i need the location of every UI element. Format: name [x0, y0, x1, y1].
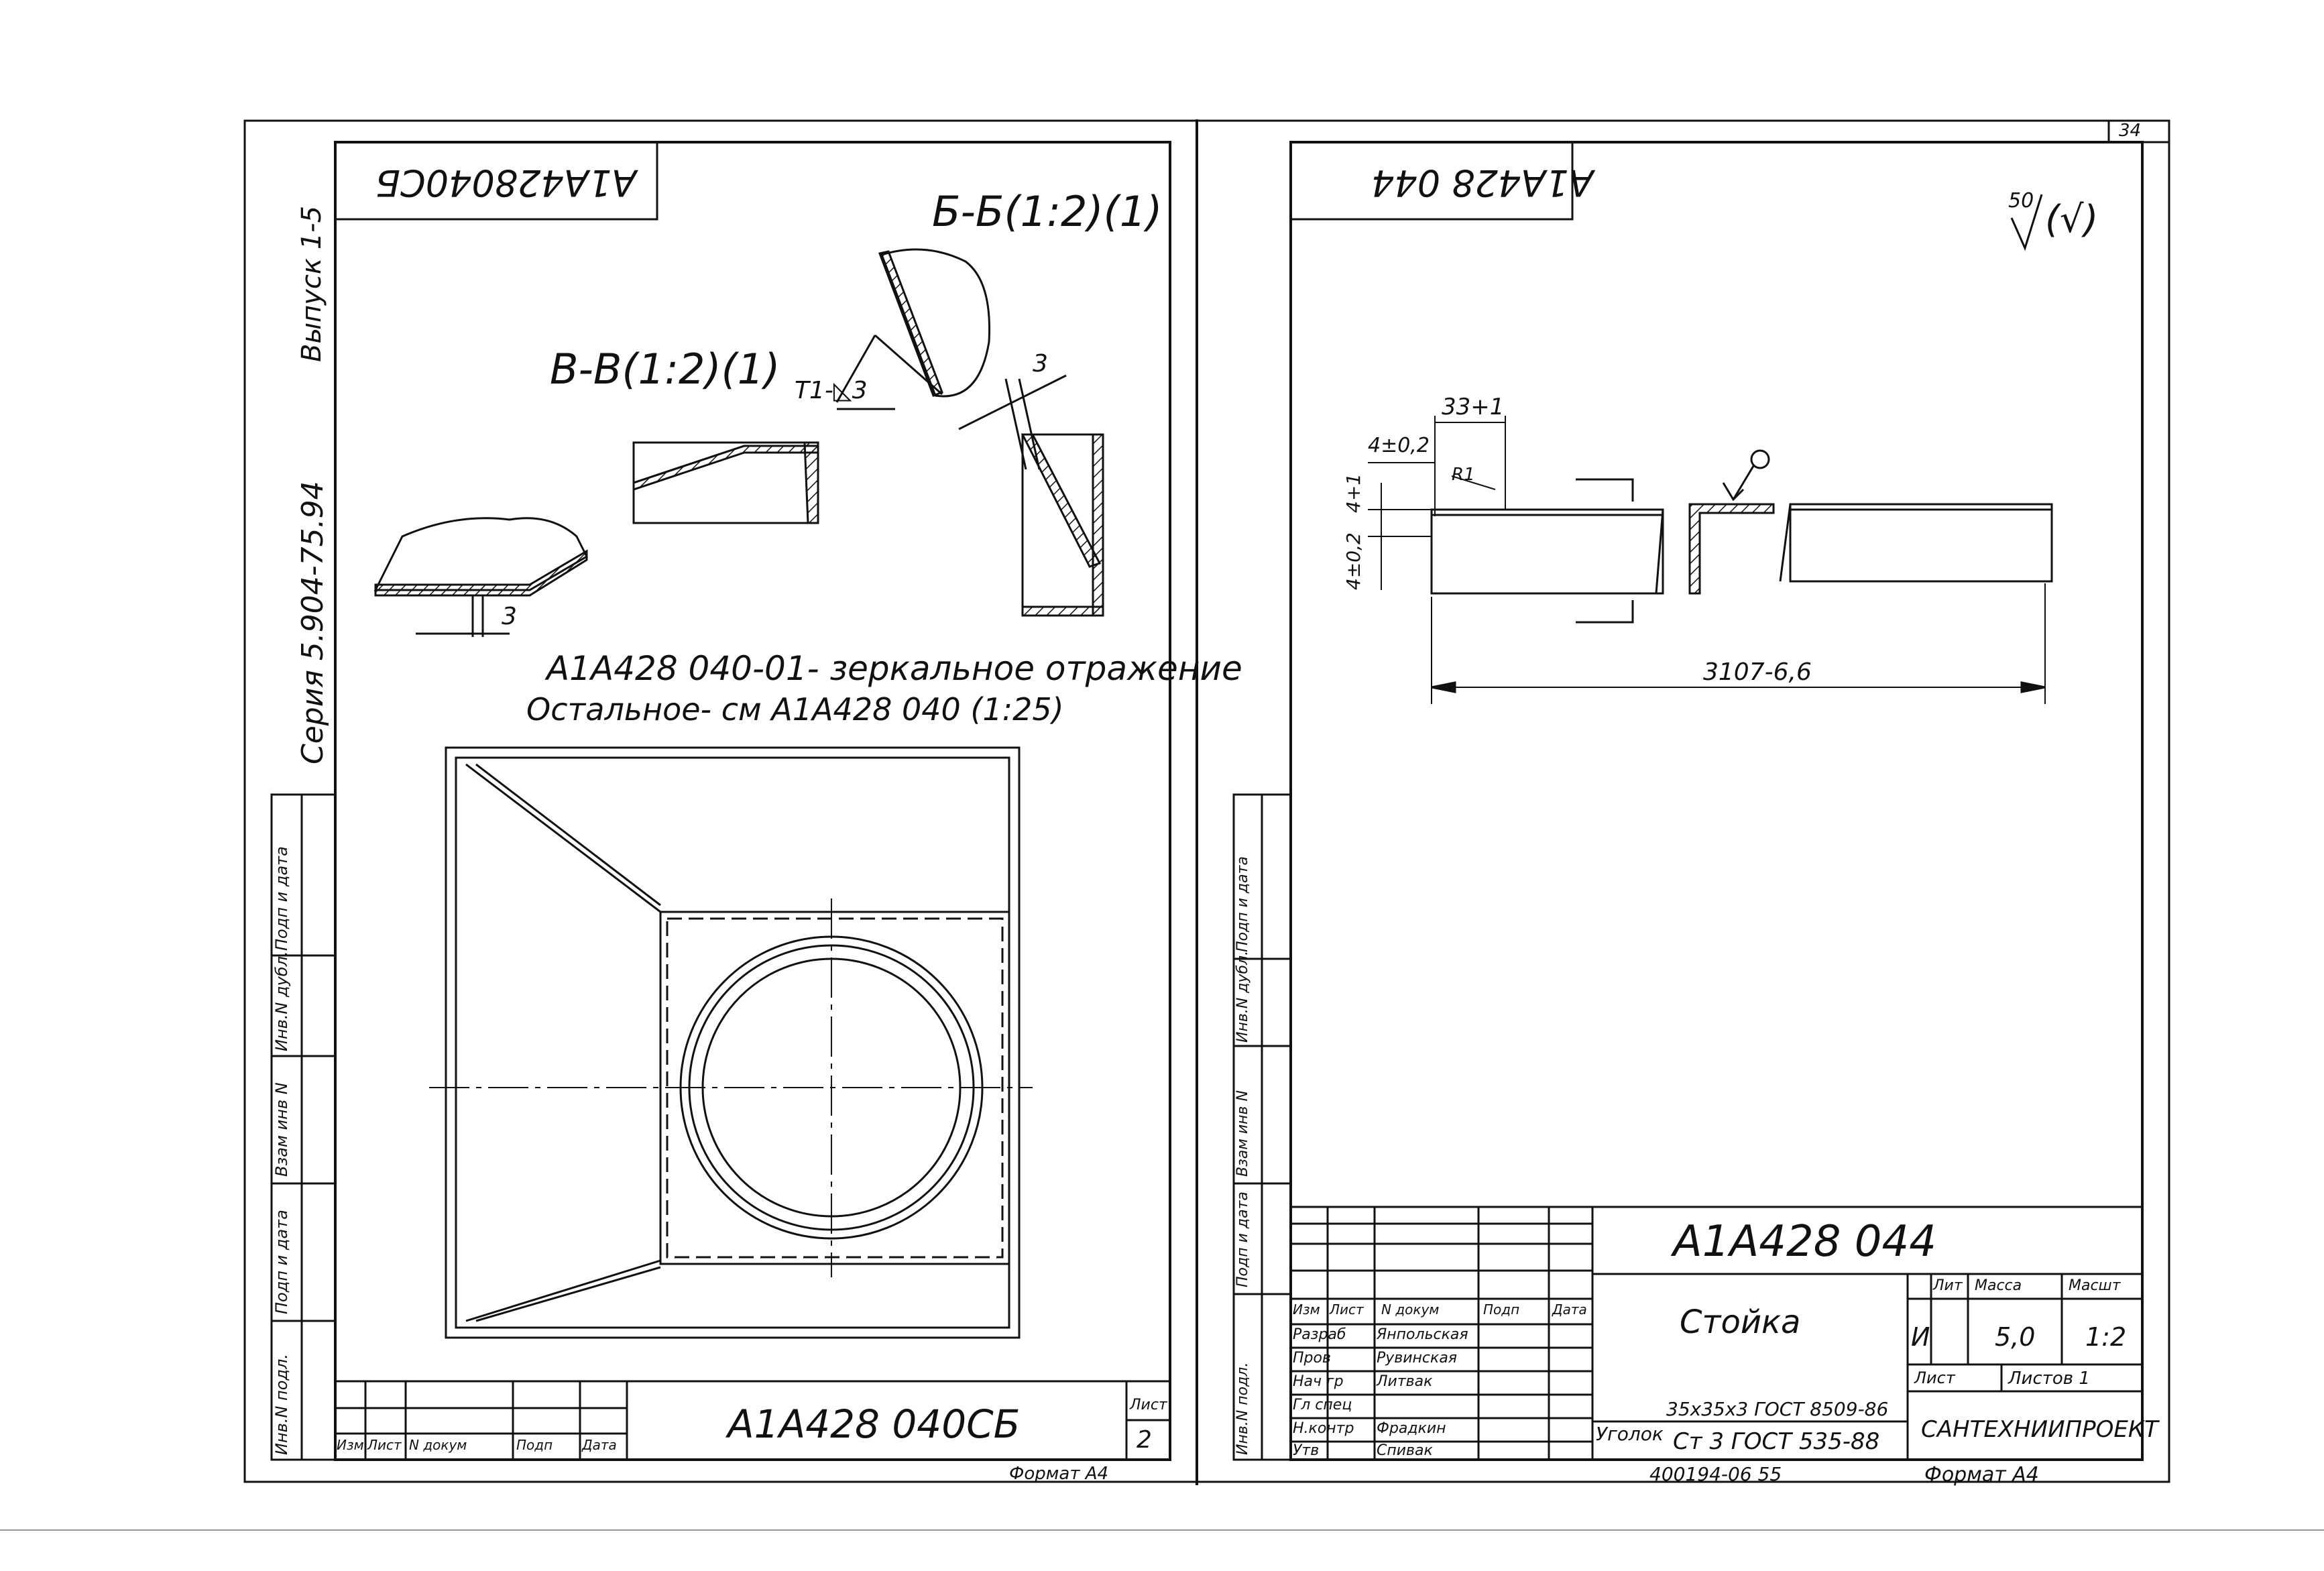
role-6: Утв: [1293, 1442, 1320, 1459]
right-tb-h-izm: Изм: [1293, 1301, 1320, 1318]
left-tb-h-list: Лист: [367, 1437, 402, 1453]
right-sheet-outer-frame: [1196, 119, 2170, 1483]
tb-sheets-label: Листов 1: [2008, 1369, 2090, 1389]
left-side-label-5: Подп и дата: [272, 846, 291, 951]
role-4: Гл спец: [1293, 1397, 1352, 1413]
left-side-label-2: Подп и дата: [272, 1210, 291, 1314]
right-tb-h-podp: Подп: [1483, 1301, 1520, 1318]
section-side: [1021, 433, 1104, 617]
dim-3-a: 3: [1033, 350, 1048, 377]
tb-sheet-label: Лист: [1914, 1369, 1955, 1387]
note-line-2: Остальное- см А1А428 040 (1:25): [526, 691, 1064, 728]
note-line-1: А1А428 040-01- зеркальное отражение: [546, 649, 1242, 688]
tb-mass-header: Масса: [1975, 1277, 2022, 1294]
section-bb-label: Б-Б(1:2)(1): [932, 187, 1163, 236]
right-stamp-box: [1289, 141, 1574, 221]
right-tb-h-list: Лист: [1330, 1301, 1364, 1318]
tb-lit: И: [1911, 1322, 1930, 1352]
left-side-label-1: Инв.N подл.: [272, 1354, 291, 1455]
role-2-name: Рувинская: [1377, 1350, 1458, 1366]
left-tb-h-ndoc: N докум: [409, 1437, 467, 1453]
assembly-plan: [445, 746, 1021, 1339]
right-side-label-5: Подп и дата: [1234, 856, 1251, 952]
bottom-code: 400194-06 55: [1649, 1463, 1782, 1485]
left-tb-h-podp: Подп: [516, 1437, 553, 1453]
left-tb-sheet-label: Лист: [1130, 1397, 1167, 1413]
right-side-label-2: Подп и дата: [1234, 1191, 1251, 1287]
tb-material-top: 35х35х3 ГОСТ 8509-86: [1666, 1398, 1889, 1420]
dim-3-b: 3: [502, 603, 517, 630]
left-format: Формат А4: [1009, 1464, 1109, 1484]
role-5-name: Фрадкин: [1377, 1420, 1446, 1437]
role-3-name: Литвак: [1377, 1373, 1433, 1390]
right-tb-name: Стойка: [1680, 1303, 1801, 1341]
issue-label: Выпуск 1-5: [296, 205, 327, 362]
role-1-name: Янпольская: [1377, 1326, 1468, 1343]
left-side-label-4: Инв.N дубл.: [272, 951, 291, 1051]
tb-mass: 5,0: [1995, 1322, 2036, 1352]
dim-4-top: 4±0,2: [1368, 434, 1430, 457]
dim-r1: R1: [1452, 465, 1475, 485]
left-tb-sheet-num: 2: [1137, 1426, 1152, 1454]
tb-scale-header: Масшт: [2069, 1277, 2121, 1294]
dim-length: 3107-6,6: [1703, 658, 1812, 686]
right-tb-code: А1А428 044: [1673, 1217, 1936, 1267]
dim-33: 33+1: [1442, 394, 1505, 420]
role-1: Разраб: [1293, 1326, 1346, 1343]
angle-side-view: [1430, 508, 1664, 595]
right-stamp-code: А1А428 044: [1371, 162, 1594, 204]
right-side-label-3: Взам инв N: [1234, 1090, 1251, 1177]
tb-org: САНТЕХНИИПРОЕКТ: [1921, 1416, 2158, 1443]
left-sheet-inner-frame: [334, 141, 1171, 1461]
dim-4-mid: 4+1: [1342, 473, 1364, 513]
tb-material-bottom: Ст 3 ГОСТ 535-88: [1673, 1428, 1880, 1455]
left-side-label-3: Взам инв N: [272, 1082, 291, 1177]
right-tb-h-data: Дата: [1552, 1301, 1587, 1318]
section-lower: [373, 517, 588, 591]
role-3: Нач гр: [1293, 1373, 1344, 1390]
roughness-value: 50: [2008, 189, 2034, 213]
corner-number: 34: [2119, 121, 2142, 141]
left-tb-h-izm: Изм: [337, 1437, 364, 1453]
role-6-name: Спивак: [1377, 1442, 1433, 1459]
tb-lit-header: Лит: [1933, 1277, 1963, 1294]
left-tb-h-data: Дата: [582, 1437, 617, 1453]
weld-note: Т1-◺3: [795, 377, 868, 404]
left-sheet-outer-frame: [243, 119, 1198, 1483]
series-label: Серия 5.904-75.94: [296, 481, 330, 764]
section-bb-outline: [880, 248, 991, 398]
section-vv-label: В-В(1:2)(1): [550, 345, 780, 394]
right-tb-h-ndoc: N докум: [1381, 1301, 1440, 1318]
tb-scale: 1:2: [2085, 1322, 2127, 1352]
left-stamp-code: А1А428040СБ: [375, 162, 637, 204]
dim-4-low: 4±0,2: [1342, 532, 1364, 590]
right-side-label-4: Инв.N дубл.: [1234, 950, 1251, 1043]
role-2: Пров: [1293, 1350, 1331, 1366]
left-tb-code: А1А428 040СБ: [728, 1401, 1021, 1447]
role-5: Н.контр: [1293, 1420, 1354, 1437]
roughness-note: (√): [2045, 198, 2099, 241]
roughness-symbol: [2010, 194, 2043, 251]
tb-material-prefix: Уголок: [1596, 1423, 1664, 1445]
corner-number-box: [2107, 119, 2170, 143]
right-format: Формат А4: [1924, 1463, 2039, 1487]
left-stamp-box: [334, 141, 658, 221]
angle-section: [1688, 503, 1775, 595]
right-side-label-1: Инв.N подл.: [1234, 1362, 1251, 1455]
